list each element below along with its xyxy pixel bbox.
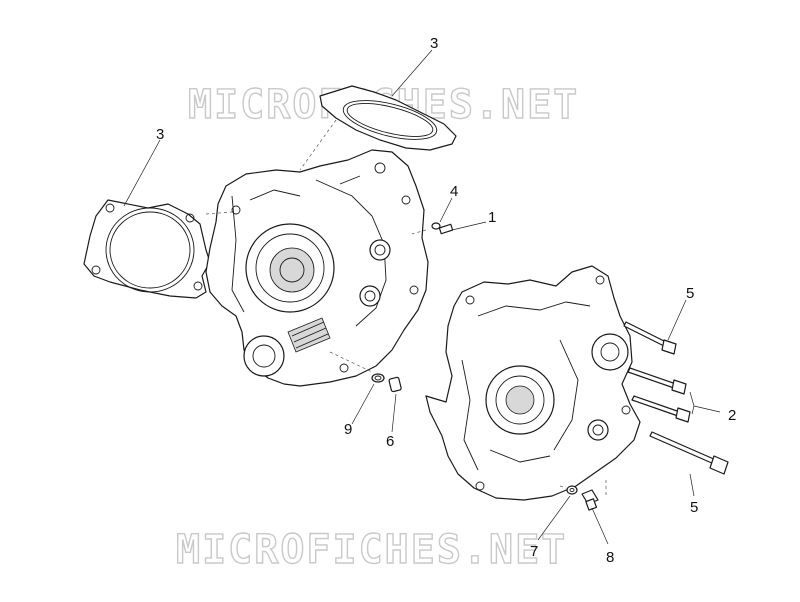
assembly-lines [205,119,607,498]
watermark-bottom: MICROFICHES.NET [176,527,567,573]
callout-5-top: 5 [686,285,694,302]
callout-3-gasket-top: 3 [430,35,438,52]
drain-plug-8 [581,489,599,511]
o-ring-9 [371,373,385,383]
callout-3-gasket-left: 3 [156,126,164,143]
left-crankcase-half [205,149,429,387]
dowel-6 [388,376,402,393]
o-ring-4 [431,222,441,230]
bolt-2-upper [627,367,687,395]
dowel-pin-1 [438,223,454,235]
callout-9: 9 [344,421,352,438]
cylinder-gasket-top [319,85,457,151]
right-crankcase-half [425,265,641,501]
callout-7: 7 [530,543,538,560]
callout-5-bottom: 5 [690,499,698,516]
bolt-2-lower [631,395,691,423]
callout-6: 6 [386,433,394,450]
washer-7 [566,485,578,495]
callout-1: 1 [488,209,496,226]
callout-4: 4 [450,183,458,200]
cylinder-gasket-left [83,199,211,299]
bolt-5-bottom [649,431,729,475]
callout-2: 2 [728,407,736,424]
leader-lines [123,49,721,545]
bolt-5-top [623,321,677,355]
callout-8: 8 [606,549,614,566]
